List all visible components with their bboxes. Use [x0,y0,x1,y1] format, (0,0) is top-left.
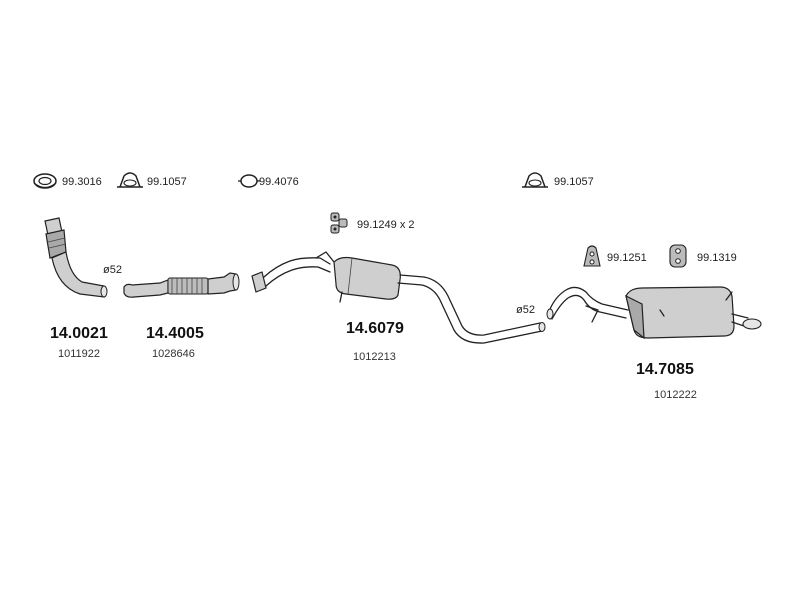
ring-gasket-icon [238,174,260,188]
flex-pipe-part [123,272,240,298]
front-pipe-part [44,217,108,298]
part-ref-1: 1028646 [152,348,195,360]
ring-gasket-label: 99.4076 [259,176,299,188]
gasket-1-label: 99.3016 [62,176,102,188]
part-ref-0: 1011922 [58,348,100,360]
intermediate-pipe-part [251,251,546,344]
part-ref-3: 1012222 [654,389,697,401]
hanger-1-label: 99.1251 [607,252,647,264]
clamp-2-label: 99.1057 [554,176,594,188]
clamp-icon [522,172,548,188]
rubber-hanger-icon [583,245,601,267]
part-number-1: 14.4005 [146,325,204,342]
rear-silencer-part [546,286,762,340]
hanger-2-label: 99.1319 [697,252,737,264]
gasket-icon [33,173,57,189]
clamp-1-label: 99.1057 [147,176,187,188]
rubber-hanger-icon [330,212,348,234]
hanger-pair-label: 99.1249 x 2 [357,219,415,231]
part-ref-2: 1012213 [353,351,396,363]
front-diameter-label: ø52 [103,264,122,276]
rear-diameter-label: ø52 [516,304,535,316]
part-number-3: 14.7085 [636,361,694,378]
part-number-0: 14.0021 [50,325,108,342]
clamp-icon [117,172,143,188]
part-number-2: 14.6079 [346,320,404,337]
rubber-hanger-icon [669,244,687,268]
